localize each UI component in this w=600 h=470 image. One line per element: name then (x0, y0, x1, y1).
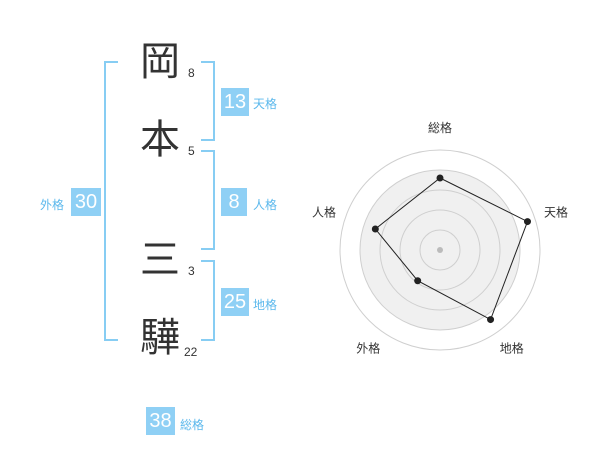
gaikaku-label: 外格 (40, 198, 65, 212)
radar-axis-label: 総格 (428, 120, 452, 135)
radar-grid-ring (379, 189, 501, 311)
stroke-count-3: 3 (188, 264, 195, 278)
radar-grid-ring (399, 209, 481, 291)
tenkaku-bracket (201, 61, 215, 141)
jinkaku-value: 8 (221, 188, 247, 216)
name-char-2: 本 (140, 117, 180, 163)
soukaku-label: 総格 (180, 418, 205, 432)
jinkaku-label: 人格 (253, 198, 278, 212)
stroke-count-1: 8 (188, 66, 195, 80)
tenkaku-value: 13 (221, 88, 249, 116)
radar-axis-label: 地格 (500, 341, 524, 356)
gaikaku-bracket (104, 61, 118, 341)
jinkaku-bracket (201, 150, 215, 250)
radar-axis-label: 天格 (544, 204, 568, 219)
radar-grid-ring (359, 169, 521, 331)
chikaku-label: 地格 (253, 298, 278, 312)
radar-point-5 (371, 225, 379, 233)
radar-point-2 (523, 218, 531, 226)
radar-point-1 (436, 174, 444, 182)
radar-axis-label: 外格 (356, 341, 380, 356)
radar-grid-ring (339, 149, 541, 351)
chikaku-value: 25 (221, 288, 249, 316)
name-char-1: 岡 (140, 39, 180, 85)
radar-grid-ring (419, 229, 461, 271)
radar-series-line (374, 177, 529, 321)
gaikaku-value: 30 (71, 188, 101, 216)
stroke-count-4: 22 (184, 345, 198, 359)
tenkaku-label: 天格 (253, 97, 278, 111)
name-char-4: 驊 (140, 315, 180, 361)
radar-point-4 (414, 277, 422, 285)
radar-center (437, 247, 443, 253)
soukaku-value: 38 (146, 407, 175, 435)
stroke-count-2: 5 (188, 144, 195, 158)
radar-axis-label: 人格 (312, 204, 336, 219)
name-char-3: 三 (140, 237, 180, 283)
chikaku-bracket (201, 260, 215, 341)
radar-point-3 (487, 316, 495, 324)
